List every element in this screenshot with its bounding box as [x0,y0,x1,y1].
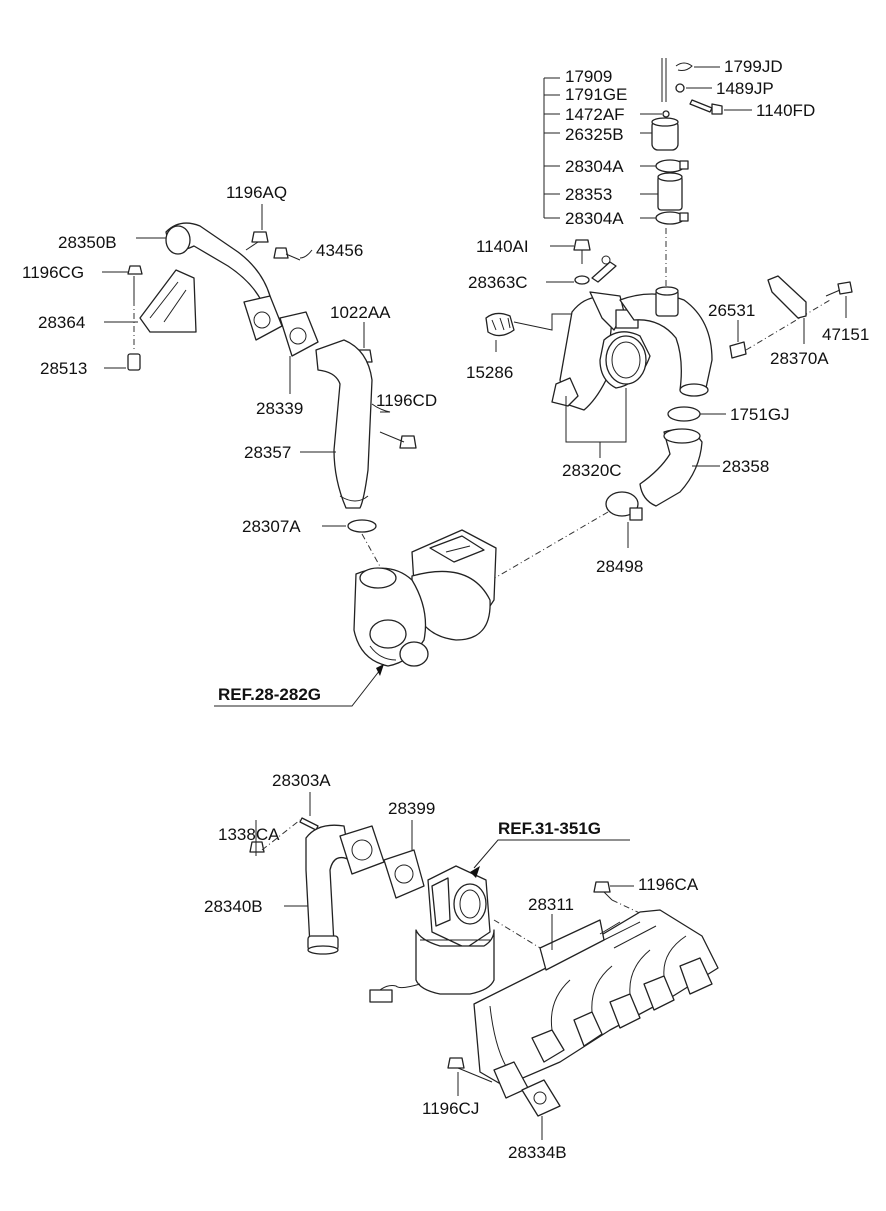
label-28340B: 28340B [204,897,263,916]
label-28307A: 28307A [242,517,301,536]
label-28304A-upper: 28304A [565,157,624,176]
label-1196CD: 1196CD [376,391,437,410]
label-1791GE: 1791GE [565,85,627,104]
label-1196CA: 1196CA [638,875,699,894]
label-1196AQ: 1196AQ [226,183,287,202]
label-1489JP: 1489JP [716,79,774,98]
label-28357: 28357 [244,443,291,462]
label-17909: 17909 [565,67,612,86]
label-28303A: 28303A [272,771,331,790]
label-28334B: 28334B [508,1143,567,1162]
label-28364: 28364 [38,313,85,332]
label-1196CG: 1196CG [22,263,84,282]
label-1196CJ: 1196CJ [422,1099,479,1118]
label-26325B: 26325B [565,125,624,144]
label-28311: 28311 [528,895,574,914]
label-15286: 15286 [466,363,513,382]
label-28339: 28339 [256,399,303,418]
label-28358: 28358 [722,457,769,476]
label-28399: 28399 [388,799,435,818]
label-1472AF: 1472AF [565,105,625,124]
label-28350B: 28350B [58,233,117,252]
egr-manifold-group: REF.31-351G [249,792,719,1140]
ref-turbo-label: REF.28-282G [218,685,321,704]
ref-egr-label: REF.31-351G [498,819,601,838]
label-43456: 43456 [316,241,363,260]
label-1338CA: 1338CA [218,825,280,844]
throttle-body-group [485,239,853,583]
label-28370A: 28370A [770,349,829,368]
label-26531: 26531 [708,301,755,320]
label-47151: 47151 [822,325,869,344]
label-28353: 28353 [565,185,612,204]
label-28513: 28513 [40,359,87,378]
label-1751GJ: 1751GJ [730,405,790,424]
label-1140FD: 1140FD [756,101,815,120]
turbocharger [353,529,497,667]
label-28320C: 28320C [562,461,622,480]
label-1022AA: 1022AA [330,303,391,322]
label-28363C: 28363C [468,273,528,292]
intake-pipe-group [102,204,417,571]
label-28304A-lower: 28304A [565,209,624,228]
label-1799JD: 1799JD [724,57,783,76]
hose-stack-group [543,58,752,286]
ref-turbo: REF.28-282G [214,664,384,707]
label-1140AI: 1140AI [476,237,529,256]
label-28498: 28498 [596,557,643,576]
